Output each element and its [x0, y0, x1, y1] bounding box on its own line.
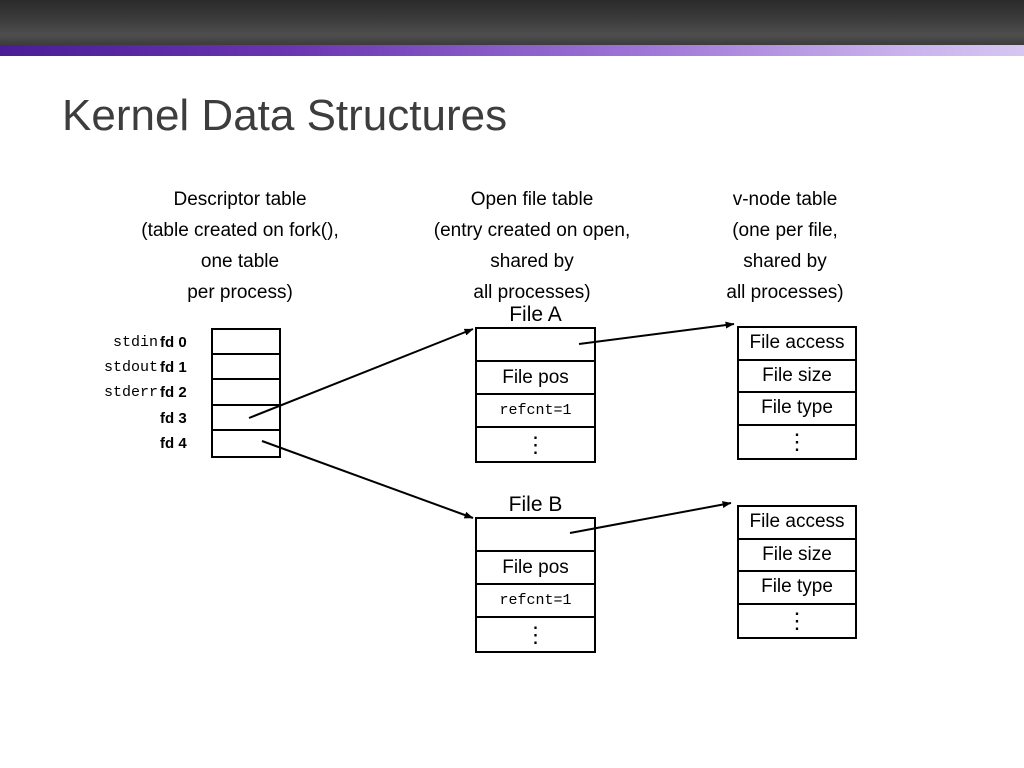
stream-label-stdin: stdin	[112, 334, 158, 351]
descriptor-cell-fd4	[213, 431, 279, 456]
open-file-table-b-title: File B	[508, 493, 563, 516]
stream-label-stdout: stdout	[103, 359, 158, 376]
open-file-table-a: File pos refcnt=1 ⋮	[475, 327, 596, 463]
fd4-to-file-b-arrow	[261, 440, 474, 519]
vnode-table-b: File access File size File type ⋮	[737, 505, 857, 639]
slide-accent-bar	[0, 45, 1024, 56]
open-file-table-b: File pos refcnt=1 ⋮	[475, 517, 596, 653]
fd3-to-file-a-arrow	[248, 328, 474, 419]
vnode-a-row-file-size: File size	[739, 361, 855, 393]
vnode-a-row-file-type: File type	[739, 393, 855, 426]
file-a-to-vnode-a-arrow	[578, 321, 735, 345]
open-file-a-row-ellipsis: ⋮	[524, 431, 547, 457]
page-title: Kernel Data Structures	[62, 91, 508, 140]
open-file-b-row-ellipsis: ⋮	[524, 621, 547, 647]
fd-label-1: fd 1	[160, 359, 187, 376]
open-file-b-row-empty	[477, 519, 594, 552]
fd-label-4: fd 4	[160, 435, 187, 452]
open-file-a-row-refcnt: refcnt=1	[477, 395, 594, 428]
descriptor-table	[211, 328, 281, 458]
vnode-b-row-file-type: File type	[739, 572, 855, 605]
caption-open-file-table: Open file table (entry created on open, …	[433, 189, 631, 303]
descriptor-cell-fd1	[213, 355, 279, 381]
caption-vnode-table: v-node table (one per file, shared by al…	[726, 189, 844, 303]
slide-header-bar	[0, 0, 1024, 45]
open-file-b-row-filepos: File pos	[477, 552, 594, 585]
vnode-table-a: File access File size File type ⋮	[737, 326, 857, 460]
descriptor-cell-fd3	[213, 406, 279, 431]
open-file-a-row-empty	[477, 329, 594, 362]
vnode-a-row-ellipsis: ⋮	[786, 428, 808, 454]
fd-label-0: fd 0	[160, 334, 187, 351]
vnode-b-row-file-access: File access	[739, 507, 855, 540]
vnode-a-row-file-access: File access	[739, 328, 855, 361]
open-file-table-a-title: File A	[509, 303, 562, 326]
descriptor-cell-fd2	[213, 380, 279, 406]
descriptor-cell-fd0	[213, 330, 279, 356]
stream-label-stderr: stderr	[103, 384, 158, 401]
caption-descriptor-table: Descriptor table (table created on fork(…	[141, 189, 339, 303]
fd-label-2: fd 2	[160, 384, 187, 401]
fd-label-3: fd 3	[160, 410, 187, 427]
open-file-a-row-filepos: File pos	[477, 362, 594, 395]
vnode-b-row-ellipsis: ⋮	[786, 607, 808, 633]
open-file-b-row-refcnt: refcnt=1	[477, 585, 594, 618]
vnode-b-row-file-size: File size	[739, 540, 855, 572]
